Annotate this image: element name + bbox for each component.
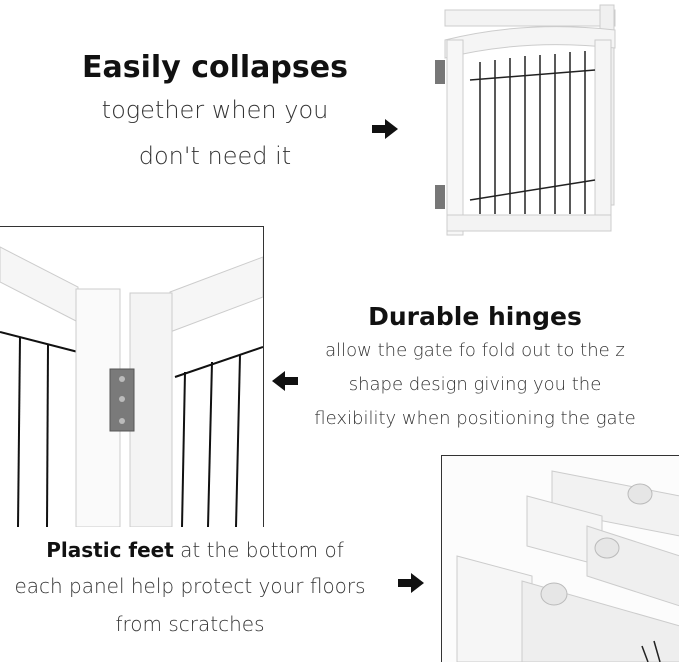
feet-line-1: Plastic feet at the bottom of	[0, 538, 390, 562]
plastic-feet-image	[441, 455, 679, 662]
feet-line-3: from scratches	[115, 612, 265, 636]
hinges-line-2: shape design giving you the	[348, 374, 602, 395]
collapse-line-1: together when you	[101, 96, 329, 124]
hinges-line-1: allow the gate fo fold out to the z	[325, 340, 625, 361]
feet-line-2: each panel help protect your floors	[14, 574, 366, 598]
folded-gate-image	[415, 0, 625, 240]
collapse-title: Easily collapses	[82, 50, 348, 85]
feet-title: Plastic feet	[46, 538, 174, 562]
feet-line-1-rest: at the bottom of	[173, 538, 344, 562]
hinges-line-3: flexibility when positioning the gate	[314, 408, 636, 429]
collapse-line-2: don't need it	[138, 142, 292, 170]
hinges-title: Durable hinges	[368, 302, 582, 331]
hinge-closeup-image	[0, 226, 264, 527]
arrow-left-icon	[272, 371, 298, 391]
arrow-right-icon	[372, 119, 398, 139]
arrow-right-icon	[398, 573, 424, 593]
